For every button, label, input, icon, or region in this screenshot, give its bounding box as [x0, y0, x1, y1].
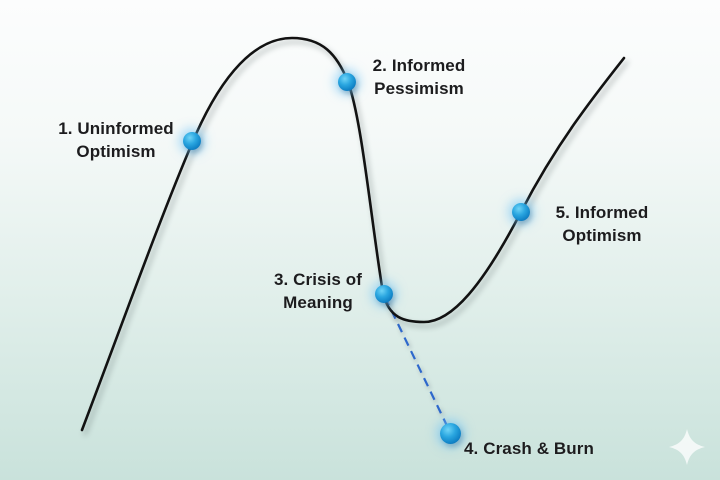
label-uninformed-optimism: 1. Uninformed Optimism: [36, 117, 196, 163]
label-informed-pessimism: 2. Informed Pessimism: [339, 54, 499, 100]
dot-informed-optimism: [512, 203, 530, 221]
dot-crisis-of-meaning: [375, 285, 393, 303]
label-line: 3. Crisis of: [273, 270, 363, 289]
label-crash-and-burn: 4. Crash & Burn: [464, 437, 594, 460]
label-line: Optimism: [76, 142, 156, 161]
sparkle-icon: [669, 429, 705, 465]
label-line: 5. Informed: [555, 203, 649, 222]
crash-dashed-line: [384, 296, 451, 433]
label-line: Pessimism: [374, 79, 464, 98]
label-line: 4. Crash & Burn: [464, 439, 594, 458]
label-informed-optimism: 5. Informed Optimism: [522, 201, 682, 247]
label-line: 2. Informed: [372, 56, 466, 75]
label-crisis-of-meaning: 3. Crisis of Meaning: [238, 268, 398, 314]
label-line: Optimism: [562, 226, 642, 245]
dot-uninformed-optimism: [183, 132, 201, 150]
dot-informed-pessimism: [338, 73, 356, 91]
label-line: Meaning: [283, 293, 353, 312]
label-line: 1. Uninformed: [58, 119, 174, 138]
dot-crash-and-burn: [439, 422, 461, 444]
